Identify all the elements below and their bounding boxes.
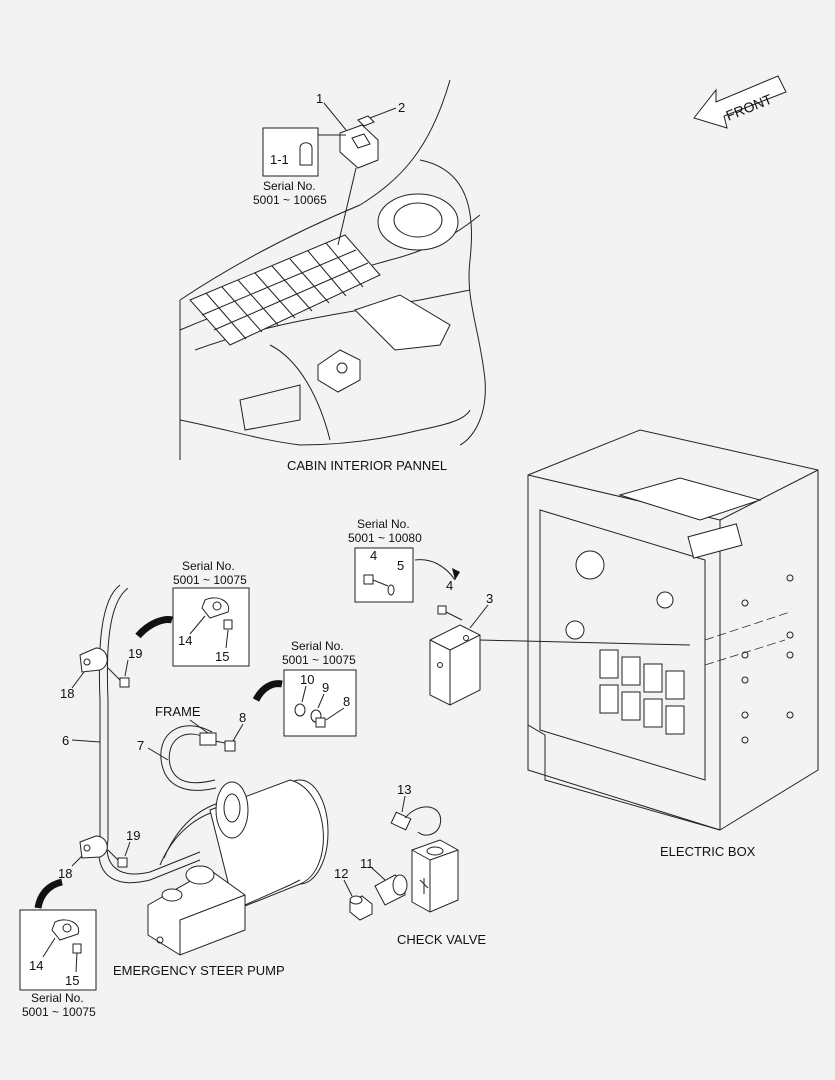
front-arrow: FRONT <box>693 75 787 129</box>
callout-19a: 19 <box>128 646 142 661</box>
frame-caption: FRAME <box>155 704 201 719</box>
lamp-serial-title: Serial No. <box>263 179 316 193</box>
bolt-washer-serial-title: Serial No. <box>357 517 410 531</box>
callout-4a: 4 <box>370 548 377 563</box>
bolt-19-lower <box>107 849 128 868</box>
bolt-8-frame <box>224 740 236 752</box>
callout-9: 9 <box>322 680 329 695</box>
solenoid-11 <box>374 874 408 906</box>
callout-18b: 18 <box>58 866 72 881</box>
module <box>429 624 481 706</box>
emergency-steer-pump <box>147 779 329 956</box>
callout-12: 12 <box>334 866 348 881</box>
callout-2: 2 <box>398 100 405 115</box>
harness-13 <box>390 806 442 836</box>
clip-lower-serial-title: Serial No. <box>31 991 84 1005</box>
bolt-4 <box>437 605 463 621</box>
lamp-serial-range: 5001 ~ 10065 <box>253 193 327 207</box>
washers-serial-range: 5001 ~ 10075 <box>282 653 356 667</box>
check-valve <box>411 839 459 913</box>
callout-14a: 14 <box>178 633 192 648</box>
callout-1: 1 <box>316 91 323 106</box>
lamp-detail <box>262 127 346 177</box>
clip-lower-serial-range: 5001 ~ 10075 <box>22 1005 96 1019</box>
clip-18-upper <box>79 647 108 673</box>
callout-10: 10 <box>300 672 314 687</box>
bolt-19-upper <box>107 667 130 688</box>
callout-8b: 8 <box>343 694 350 709</box>
callout-5: 5 <box>397 558 404 573</box>
callout-11: 11 <box>360 856 374 871</box>
callout-18a: 18 <box>60 686 74 701</box>
callout-19b: 19 <box>126 828 140 843</box>
callout-15b: 15 <box>65 973 79 988</box>
bolt-washer-serial-range: 5001 ~ 10080 <box>348 531 422 545</box>
washers-serial-title: Serial No. <box>291 639 344 653</box>
clip-upper-serial-range: 5001 ~ 10075 <box>173 573 247 587</box>
pipe-7 <box>160 725 236 791</box>
clip-18-lower <box>79 835 108 859</box>
bolt-washer-detail <box>354 547 460 603</box>
hose-6 <box>98 584 223 884</box>
clip-detail-lower <box>19 878 97 991</box>
callout-8a: 8 <box>239 710 246 725</box>
callout-13: 13 <box>397 782 411 797</box>
electric-box <box>479 429 819 831</box>
callout-14b: 14 <box>29 958 43 973</box>
callout-6: 6 <box>62 733 69 748</box>
callout-4b: 4 <box>446 578 453 593</box>
callout-15a: 15 <box>215 649 229 664</box>
electric-box-caption: ELECTRIC BOX <box>660 844 756 859</box>
callout-3: 3 <box>486 591 493 606</box>
cabin-interior-panel <box>179 79 486 460</box>
rocker-switch <box>337 115 379 246</box>
callout-7: 7 <box>137 738 144 753</box>
clip-upper-serial-title: Serial No. <box>182 559 235 573</box>
cabin-caption: CABIN INTERIOR PANNEL <box>287 458 447 473</box>
clip-detail-upper <box>135 587 250 667</box>
emergency-pump-caption: EMERGENCY STEER PUMP <box>113 963 285 978</box>
callout-1-1: 1-1 <box>270 152 289 167</box>
louver-grid <box>189 234 381 346</box>
check-valve-caption: CHECK VALVE <box>397 932 486 947</box>
cap-12 <box>349 895 373 921</box>
